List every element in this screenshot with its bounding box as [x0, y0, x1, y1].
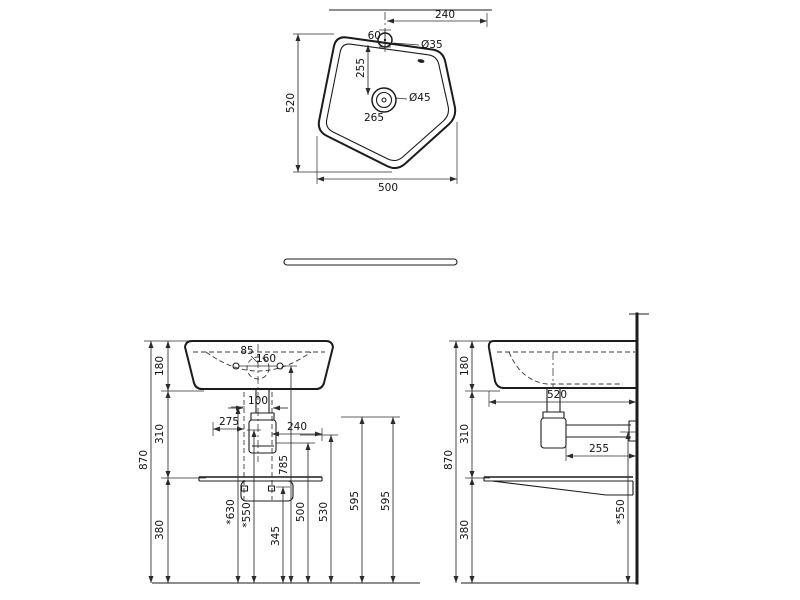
sink-side-outline	[487, 340, 638, 389]
leader-line	[250, 355, 259, 364]
dim-label-side-550: *550	[615, 499, 627, 524]
shelf-support	[491, 480, 607, 496]
dim-label-front-870: 870	[138, 450, 150, 470]
dim-label-side-255: 255	[589, 443, 609, 455]
drain-center	[381, 97, 387, 103]
dim-label-side-380: 380	[459, 520, 471, 540]
dim-label-front-345: 345	[270, 526, 282, 546]
leader-line	[395, 97, 408, 100]
dim-label-top-520: 520	[285, 93, 297, 113]
top-view: 240 60 Ø35 Ø45 255 265 520 500	[285, 9, 492, 194]
basin-inner-rim	[325, 43, 450, 162]
dim-label-front-785: 785	[278, 455, 290, 475]
dim-label-top-240: 240	[435, 9, 455, 21]
trap-bottle	[248, 419, 277, 454]
dim-label-front-595a: 595	[349, 491, 361, 511]
trap-nut	[542, 411, 565, 419]
dim-label-side-520: 520	[547, 389, 567, 401]
dim-label-front-380: 380	[154, 520, 166, 540]
profile-bar	[283, 258, 458, 266]
faucet-hole	[377, 32, 393, 48]
dim-label-front-275: 275	[219, 416, 239, 428]
side-view: 870 180 310 380 520 255 *550	[443, 312, 649, 585]
leader-line	[392, 42, 420, 46]
dim-label-top-dia45: Ø45	[409, 92, 431, 104]
drain-outer	[371, 87, 397, 113]
faucet-hole-right	[276, 362, 284, 370]
trap-nut	[250, 412, 275, 421]
hidden-basin-profile	[508, 351, 623, 385]
edge-profile-bar	[283, 258, 458, 266]
faucet-hole-center	[383, 38, 387, 42]
trap-bottle	[540, 417, 567, 449]
dim-label-side-180: 180	[459, 356, 471, 376]
dim-label-top-dia35: Ø35	[421, 39, 443, 51]
dim-label-front-630: *630	[225, 499, 237, 524]
dim-label-front-550: *550	[241, 502, 253, 527]
dim-label-front-595b: 595	[380, 491, 392, 511]
wall-flange	[628, 420, 638, 442]
bracket-slot	[267, 485, 276, 492]
dim-label-front-310: 310	[154, 424, 166, 444]
mount-bracket	[240, 480, 294, 502]
bracket-slot	[240, 485, 249, 492]
sink-front-outline	[184, 340, 334, 390]
dim-label-front-100: 100	[248, 395, 268, 407]
dim-label-side-310: 310	[459, 424, 471, 444]
overflow-hole	[417, 59, 425, 63]
dim-label-front-160: 160	[256, 353, 276, 365]
dim-label-front-500: 500	[295, 502, 307, 522]
faucet-hole-left	[232, 362, 240, 370]
dim-label-front-240: 240	[287, 421, 307, 433]
dim-label-front-85: 85	[240, 345, 253, 357]
front-view: 870 180 310 380 160 85 100 275	[138, 340, 420, 584]
dim-label-top-500: 500	[378, 182, 398, 194]
dim-label-front-530: 530	[318, 502, 330, 522]
dim-label-front-180: 180	[154, 356, 166, 376]
dim-label-top-255: 255	[355, 58, 367, 78]
dim-label-side-870: 870	[443, 450, 455, 470]
basin-outer-outline	[317, 36, 457, 170]
dim-label-top-265: 265	[364, 112, 384, 124]
drain-inner	[375, 91, 393, 109]
